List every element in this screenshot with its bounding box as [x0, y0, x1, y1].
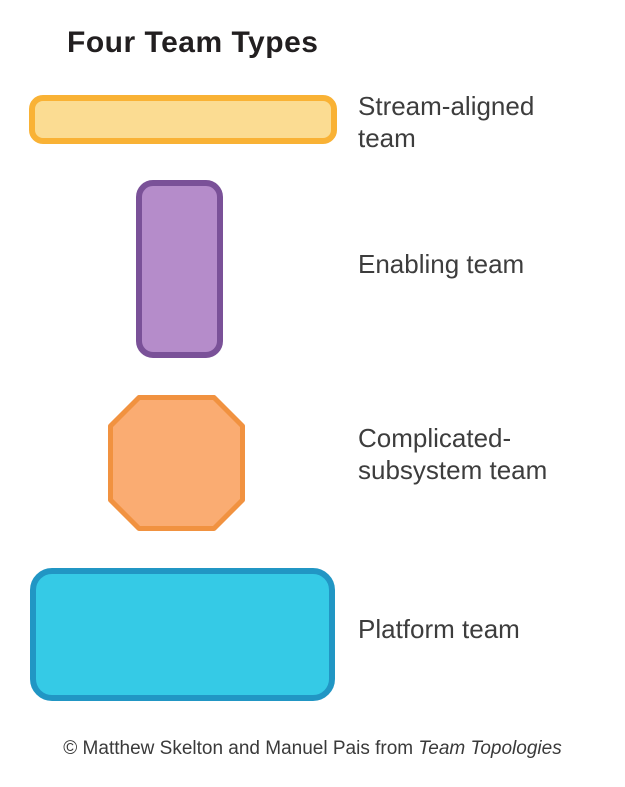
diagram-title: Four Team Types [67, 26, 319, 59]
octagon-graphic [108, 395, 245, 531]
copyright-source-title: Team Topologies [418, 738, 562, 759]
platform-team-shape [30, 568, 335, 701]
copyright-text: © Matthew Skelton and Manuel Pais from [63, 738, 419, 759]
enabling-team-shape [136, 180, 223, 358]
enabling-team-label: Enabling team [358, 249, 525, 279]
complicated-subsystem-team-label: Complicated-subsystem team [358, 423, 548, 485]
stream-aligned-team-label: Stream-aligned team [358, 91, 535, 153]
copyright-line: © Matthew Skelton and Manuel Pais from T… [0, 738, 625, 760]
platform-team-label: Platform team [358, 614, 520, 644]
stream-aligned-team-shape [29, 95, 337, 144]
complicated-subsystem-team-shape [108, 395, 245, 531]
